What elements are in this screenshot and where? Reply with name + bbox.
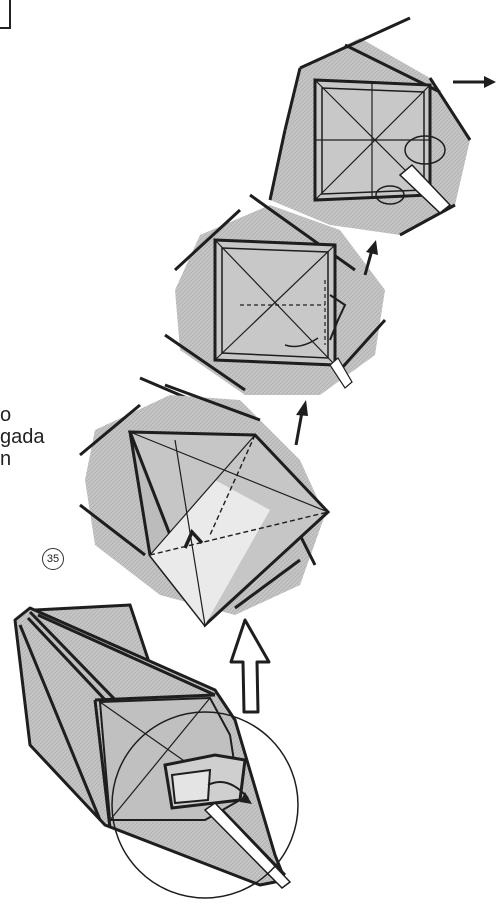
side-caption: o gada n (0, 404, 45, 470)
side-caption-line-1: o (0, 404, 45, 426)
arrow-up-icon (296, 400, 308, 445)
hollow-up-arrow-icon (231, 620, 269, 712)
flower-top (270, 18, 470, 235)
side-caption-line-2: gada (0, 426, 45, 448)
flower-bottom (80, 385, 328, 625)
arrow-up-icon (365, 240, 378, 275)
side-caption-line-3: n (0, 448, 45, 470)
arrow-right-icon (453, 76, 496, 88)
step-number-badge: 35 (42, 548, 64, 570)
corner-frame-mark (0, 0, 10, 28)
